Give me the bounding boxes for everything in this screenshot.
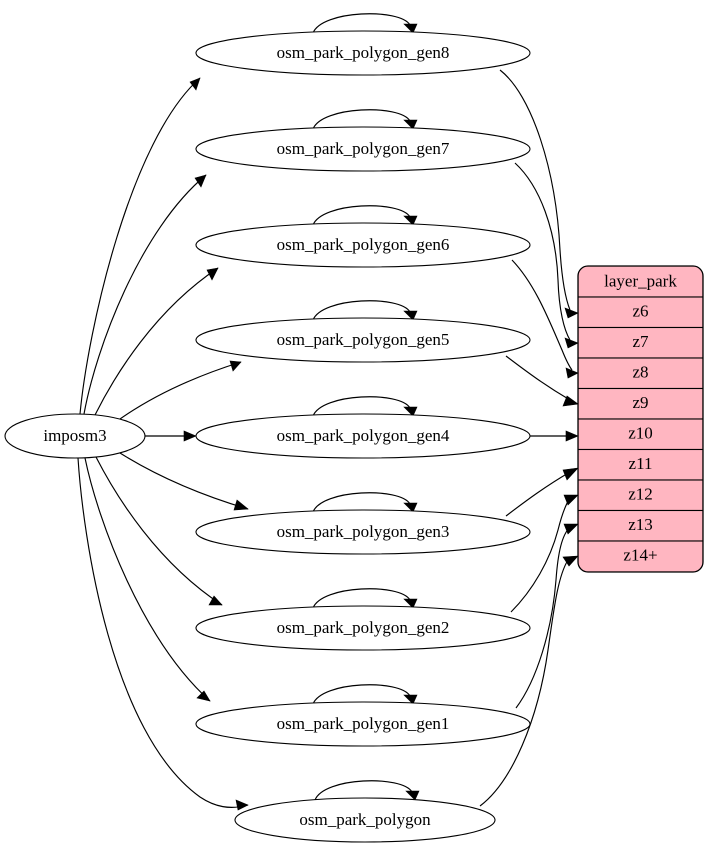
node-gen1-label: osm_park_polygon_gen1 [277, 714, 450, 733]
node-gen3-label: osm_park_polygon_gen3 [277, 522, 450, 541]
node-gen5-shape[interactable] [195, 317, 531, 363]
node-gen5-label: osm_park_polygon_gen5 [277, 330, 450, 349]
self-loop-gen6 [312, 205, 418, 226]
table-row-z14-cell[interactable] [578, 540, 703, 572]
node-gen6-shape[interactable] [195, 222, 531, 268]
edge-imposm3-to-gen2 [95, 456, 223, 606]
edge-imposm3-to-gen8 [79, 77, 201, 415]
self-loop-gen5 [312, 300, 418, 321]
self-loop-gen2 [312, 588, 418, 609]
edge-gen5-to-z9 [505, 355, 579, 407]
node-gen4[interactable]: osm_park_polygon_gen4 [195, 413, 531, 459]
edge-imposm3-to-gen7 [83, 174, 207, 415]
node-base-shape[interactable] [234, 797, 496, 843]
self-loop-base [314, 780, 420, 801]
edge-gen1-to-z13 [515, 523, 579, 709]
node-gen7[interactable]: osm_park_polygon_gen7 [195, 126, 531, 172]
node-gen4-label: osm_park_polygon_gen4 [277, 426, 450, 445]
table-outer-border [577, 265, 704, 573]
table-row-z7-label: z7 [632, 332, 649, 351]
table-row-z6-label: z6 [632, 301, 648, 320]
edge-imposm3-to-gen5 [119, 360, 242, 420]
node-gen8-label: osm_park_polygon_gen8 [277, 43, 450, 62]
node-gen2-shape[interactable] [195, 605, 531, 651]
table-row-z13-label: z13 [628, 515, 653, 534]
node-gen7-shape[interactable] [195, 126, 531, 172]
node-imposm3-shape[interactable] [4, 413, 146, 459]
self-loop-gen4 [312, 396, 418, 417]
self-loop-gen7 [312, 109, 418, 130]
node-gen8[interactable]: osm_park_polygon_gen8 [195, 30, 531, 76]
node-base[interactable]: osm_park_polygon [234, 797, 496, 843]
table-row-z10-label: z10 [628, 423, 653, 442]
table-row-z12-label: z12 [628, 484, 653, 503]
edge-gen2-to-z12 [510, 494, 579, 613]
node-gen7-label: osm_park_polygon_gen7 [277, 139, 450, 158]
self-loop-edges [312, 13, 420, 801]
edge-base-to-z14 [479, 555, 579, 807]
node-base-label: osm_park_polygon [299, 810, 431, 829]
node-gen1[interactable]: osm_park_polygon_gen1 [195, 701, 531, 747]
table-row-z6-cell[interactable] [578, 296, 703, 329]
node-gen6-label: osm_park_polygon_gen6 [277, 235, 450, 254]
self-loop-gen8 [312, 13, 418, 34]
node-gen6[interactable]: osm_park_polygon_gen6 [195, 222, 531, 268]
node-gen4-shape[interactable] [195, 413, 531, 459]
node-gen2[interactable]: osm_park_polygon_gen2 [195, 605, 531, 651]
node-gen3-shape[interactable] [195, 509, 531, 555]
node-gen5[interactable]: osm_park_polygon_gen5 [195, 317, 531, 363]
node-layer-park-table[interactable]: layer_park z6 z7 z8 z9 z10 z11 z12 z13 z… [577, 265, 704, 573]
edge-gen6-to-z8 [511, 259, 579, 379]
edge-imposm3-to-gen1 [84, 457, 211, 702]
edges-from-imposm3 [77, 77, 249, 811]
edge-gen8-to-z6 [499, 69, 579, 319]
edge-imposm3-to-base [77, 457, 249, 811]
self-loop-gen1 [312, 684, 418, 705]
edge-imposm3-to-gen3 [119, 452, 249, 511]
node-gen1-shape[interactable] [195, 701, 531, 747]
node-gen8-shape[interactable] [195, 30, 531, 76]
edge-imposm3-to-gen6 [94, 267, 219, 416]
table-row-z14-label: z14+ [623, 545, 657, 564]
edge-gen3-to-z11 [505, 467, 579, 517]
node-gen3[interactable]: osm_park_polygon_gen3 [195, 509, 531, 555]
edges-to-layer-park [479, 69, 579, 807]
table-header-label: layer_park [604, 271, 677, 290]
table-row-z9-label: z9 [632, 393, 648, 412]
table-row-z11-label: z11 [629, 454, 653, 473]
table-row-z7-cell[interactable] [578, 326, 703, 359]
node-imposm3[interactable]: imposm3 [4, 413, 146, 459]
edge-imposm3-to-gen4 [145, 430, 197, 442]
edge-gen7-to-z7 [514, 162, 579, 349]
table-row-z8-cell[interactable] [578, 357, 703, 390]
table-row-z8-label: z8 [632, 362, 648, 381]
edge-gen4-to-z10 [530, 430, 579, 442]
self-loop-gen3 [312, 492, 418, 513]
node-imposm3-label: imposm3 [43, 426, 106, 445]
node-gen2-label: osm_park_polygon_gen2 [277, 618, 450, 637]
